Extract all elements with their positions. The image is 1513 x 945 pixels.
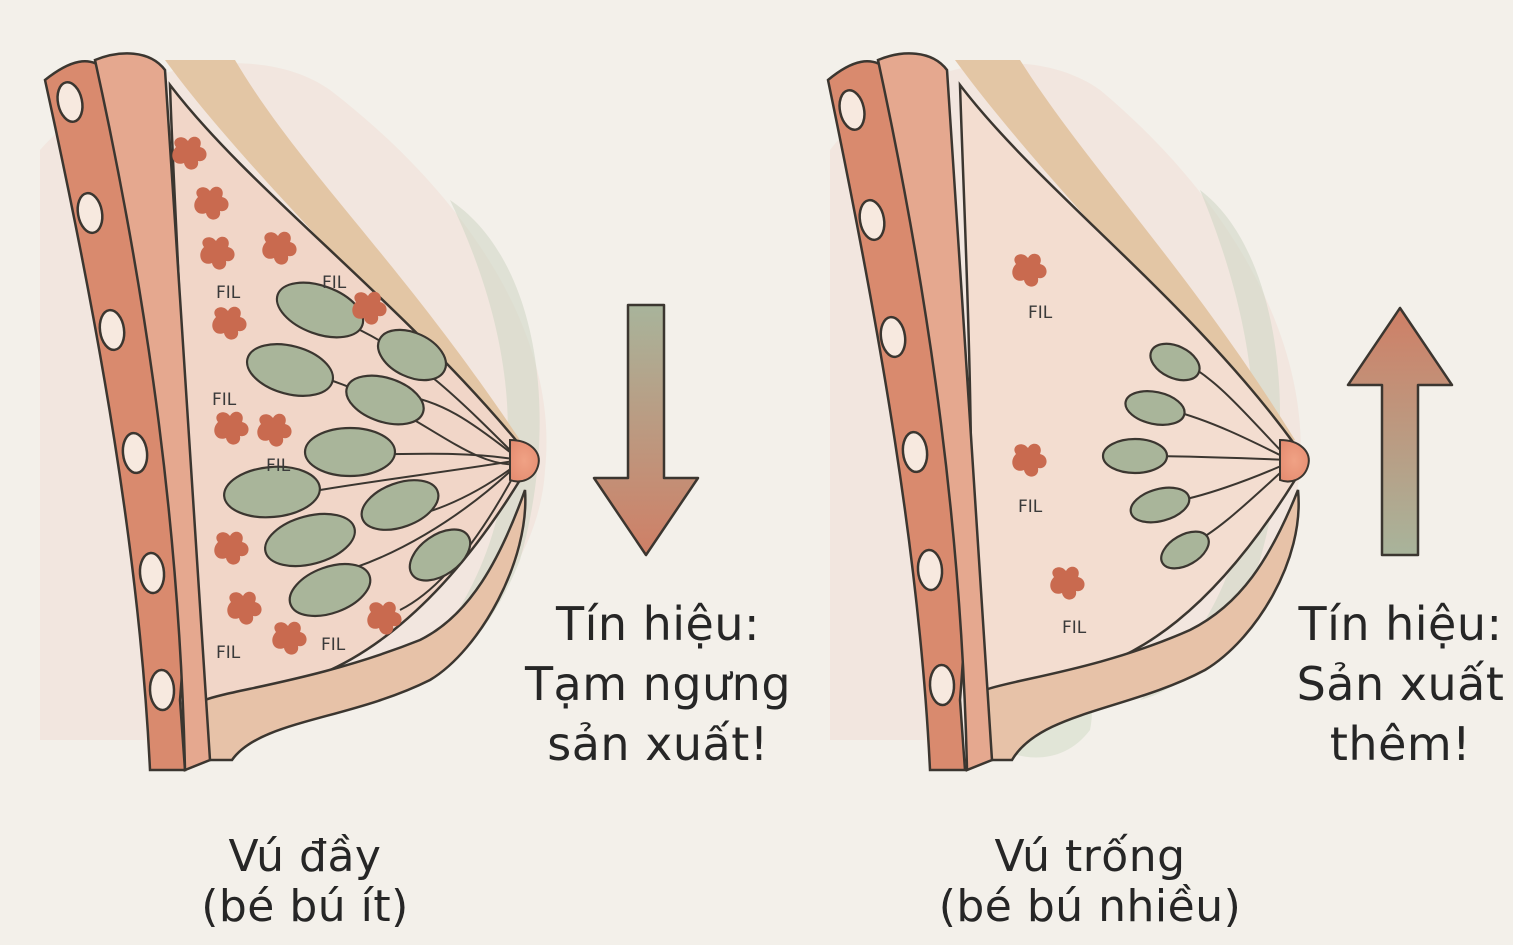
fil-label: FIL	[216, 283, 241, 303]
fil-label: FIL	[1018, 497, 1043, 517]
signal-stop-text: Tín hiệu: Tạm ngưng sản xuất!	[508, 594, 808, 774]
empty-breast-illustration: FIL FIL FIL	[828, 53, 1309, 770]
full-breast-illustration: FIL FIL FIL FIL FIL FIL	[40, 53, 546, 770]
caption-empty-breast: Vú trống (bé bú nhiều)	[905, 832, 1275, 932]
fil-label: FIL	[1028, 303, 1053, 323]
fil-label: FIL	[322, 273, 347, 293]
signal-more-text: Tín hiệu: Sản xuất thêm!	[1288, 594, 1513, 774]
fil-label: FIL	[212, 390, 237, 410]
nipple-right	[1280, 440, 1309, 481]
fil-label: FIL	[216, 643, 241, 663]
down-arrow	[594, 305, 698, 555]
caption-full-breast: Vú đầy (bé bú ít)	[150, 832, 460, 932]
fil-label: FIL	[266, 456, 291, 476]
fil-label: FIL	[321, 635, 346, 655]
fil-label: FIL	[1062, 618, 1087, 638]
up-arrow	[1348, 308, 1452, 555]
